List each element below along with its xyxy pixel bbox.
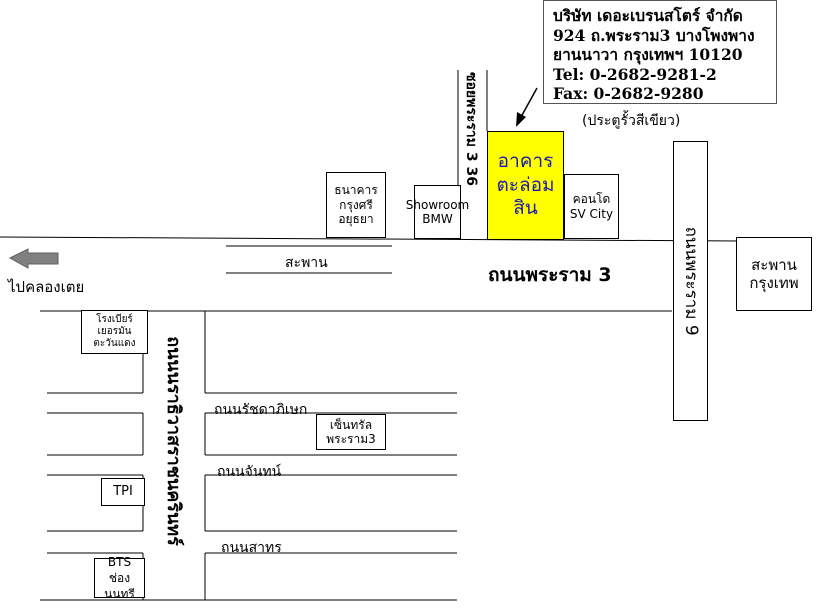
bridge-label: สะพาน bbox=[285, 255, 328, 271]
company-address-line2: ยานนาวา กรุงเทพฯ 10120 bbox=[553, 45, 743, 64]
company-name: บริษัท เดอะเบรนสโตร์ จำกัด bbox=[553, 6, 743, 25]
gate-note: (ประตูรั้วสีเขียว) bbox=[582, 113, 681, 129]
to-khlong-toei-label: ไปคลองเตย bbox=[8, 278, 85, 296]
rama9-road-label: ถนนพระราม 9 bbox=[680, 226, 701, 336]
central-rama3: เซ็นทรัล พระราม3 bbox=[316, 414, 386, 450]
sathorn-road-label: ถนนสาทร bbox=[221, 540, 282, 556]
ratchadaphisek-road-label: ถนนรัชดาภิเษก bbox=[214, 402, 308, 418]
bridge-krungthep: สะพาน กรุงเทพ bbox=[736, 237, 812, 311]
to-khlong-toei-arrow-icon bbox=[8, 248, 59, 269]
ayudhya-bank: ธนาคาร กรุงศรี อยุธยา bbox=[326, 172, 386, 238]
rama9-road: ถนนพระราม 9 bbox=[673, 141, 708, 421]
chan-road-label: ถนนจันทน์ bbox=[217, 464, 282, 480]
german-brewery: โรงเบียร์ เยอรมัน ตะวันแดง bbox=[81, 310, 148, 354]
bts-chong-nonsi: BTS ช่องนนทรี bbox=[94, 555, 145, 601]
soi-rama3-36-label: ซอยพระราม 3 36 bbox=[463, 72, 479, 186]
tpi: TPI bbox=[101, 478, 145, 506]
sv-city-condo: คอนโด SV City bbox=[564, 174, 619, 239]
narathiwat-road-label: ถนนนราธิวาสราชนครินทร์ bbox=[163, 336, 184, 546]
company-tel: Tel: 0-2682-9281-2 bbox=[553, 64, 717, 84]
company-address-line1: 924 ถ.พระราม3 บางโพงพาง bbox=[553, 25, 755, 45]
pointer-arrowhead bbox=[516, 112, 526, 127]
bmw-showroom: Showroom BMW bbox=[406, 185, 469, 239]
rama3-road-label: ถนนพระราม 3 bbox=[488, 264, 612, 286]
company-fax: Fax: 0-2682-9280 bbox=[553, 84, 704, 103]
pointer-line bbox=[520, 87, 538, 118]
rama3-road-north-edge bbox=[0, 236, 741, 242]
company-info-box: บริษัท เดอะเบรนสโตร์ จำกัด 924 ถ.พระราม3… bbox=[543, 0, 777, 104]
target-building: อาคาร ตะล่อม สิน bbox=[487, 131, 564, 240]
